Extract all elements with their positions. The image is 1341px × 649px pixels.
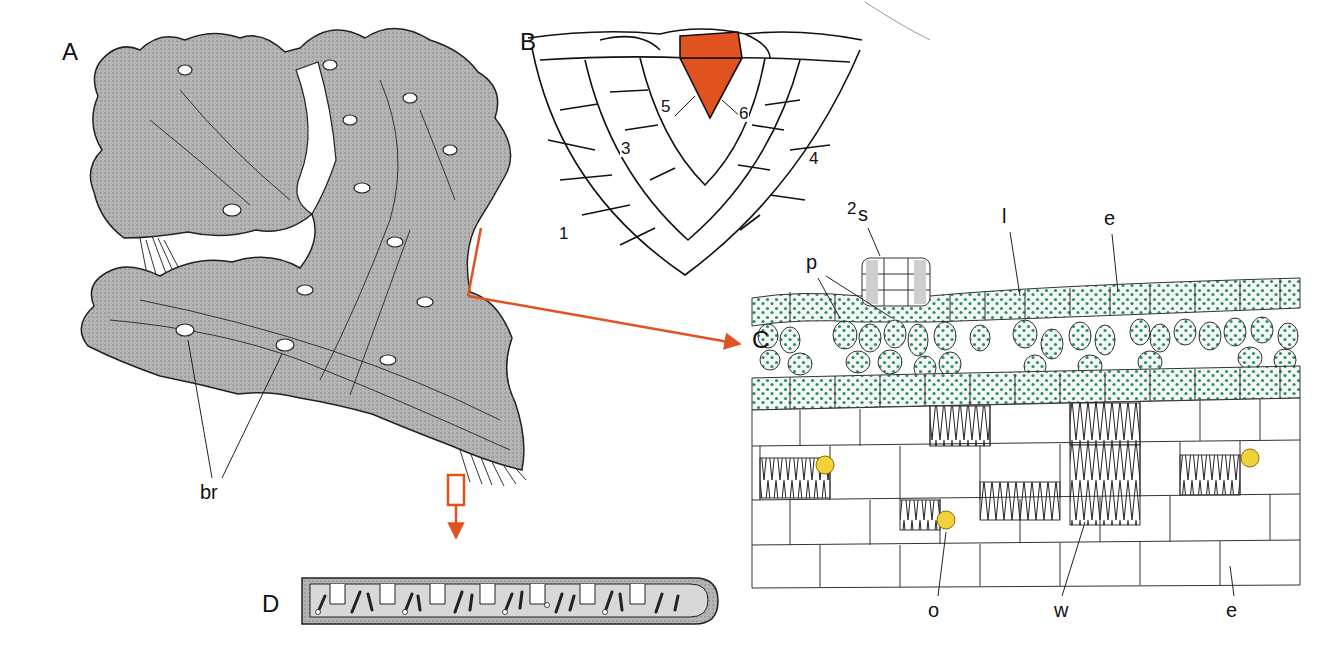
part-label: s (858, 204, 868, 224)
thallus-section (752, 228, 1300, 596)
part-label: l (1002, 206, 1006, 226)
part-label: o (928, 600, 939, 620)
callout-number: 1 (558, 225, 569, 242)
part-label: br (200, 482, 218, 502)
part-label: e (1226, 600, 1237, 620)
callout-number: 3 (620, 140, 631, 157)
pointer-lines (448, 228, 740, 538)
thallus (81, 28, 526, 486)
callout-number: 2 (846, 200, 857, 217)
callout-number: 4 (808, 150, 819, 167)
part-label: w (1054, 600, 1068, 620)
apical-cell-diagram (528, 29, 862, 275)
panel-letter: B (520, 30, 536, 54)
panel-letter: C (752, 328, 769, 352)
part-label: e (1104, 208, 1115, 228)
callout-number: 5 (660, 98, 671, 115)
panel-letter: A (62, 40, 78, 64)
callout-number: 6 (738, 105, 749, 122)
panel-letter: D (262, 592, 279, 616)
rhizoid-section (302, 578, 718, 624)
part-label: p (806, 252, 817, 272)
